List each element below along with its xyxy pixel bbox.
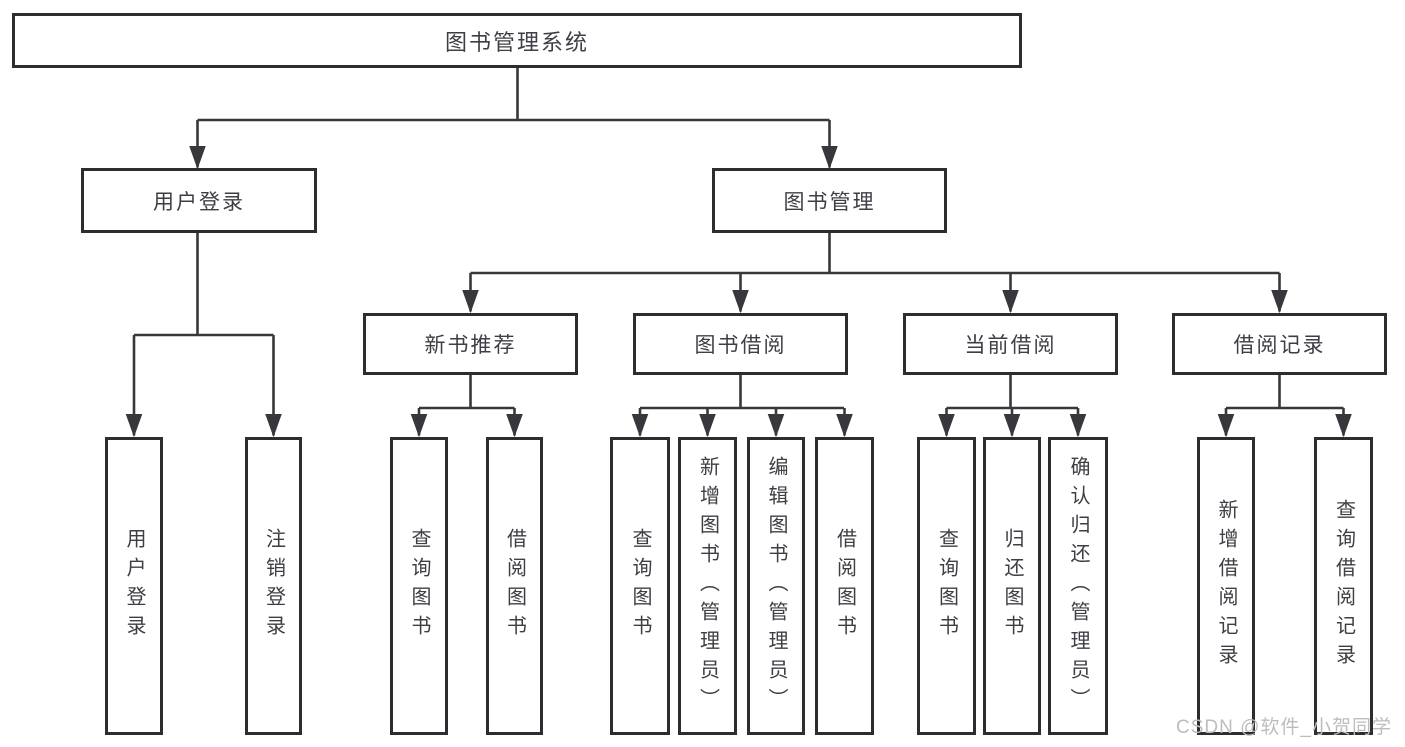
leaf-br-query-borrow-record: 查询借阅记录 xyxy=(1314,437,1373,735)
node-label: 新增图书（管理员） xyxy=(696,455,719,717)
node-root-library-management-system: 图书管理系统 xyxy=(12,13,1022,68)
node-label: 用户登录 xyxy=(123,528,145,644)
leaf-bb-add-books-admin: 新增图书（管理员） xyxy=(678,437,737,735)
node-label: 查询图书 xyxy=(629,528,651,644)
node-borrowing-records: 借阅记录 xyxy=(1172,313,1387,375)
leaf-logout: 注销登录 xyxy=(245,437,302,735)
leaf-bb-query-books: 查询图书 xyxy=(610,437,670,735)
leaf-br-add-borrow-record: 新增借阅记录 xyxy=(1197,437,1255,735)
watermark: CSDN @软件_小贺同学 xyxy=(1176,717,1392,738)
node-label: 查询图书 xyxy=(408,528,430,644)
leaf-nb-borrow-books: 借阅图书 xyxy=(486,437,543,735)
node-book-borrowing: 图书借阅 xyxy=(633,313,848,375)
leaf-nb-query-books: 查询图书 xyxy=(390,437,448,735)
node-label: 归还图书 xyxy=(1001,528,1023,644)
node-new-book-recommendation: 新书推荐 xyxy=(363,313,578,375)
node-label: 用户登录 xyxy=(153,190,245,214)
node-label: 确认归还（管理员） xyxy=(1067,455,1089,717)
leaf-bb-borrow-books: 借阅图书 xyxy=(815,437,874,735)
node-label: 图书借阅 xyxy=(694,334,787,357)
leaf-user-login: 用户登录 xyxy=(105,437,163,735)
node-label: 图书管理系统 xyxy=(444,29,589,55)
node-label: 查询借阅记录 xyxy=(1332,499,1355,673)
node-label: 查询图书 xyxy=(935,528,958,644)
node-label: 借阅图书 xyxy=(833,528,856,644)
node-current-borrowing: 当前借阅 xyxy=(903,313,1118,375)
node-label: 编辑图书（管理员） xyxy=(765,455,787,717)
node-label: 新增借阅记录 xyxy=(1215,499,1237,673)
leaf-cb-confirm-return-admin: 确认归还（管理员） xyxy=(1048,437,1108,735)
leaf-bb-edit-books-admin: 编辑图书（管理员） xyxy=(747,437,805,735)
node-book-management: 图书管理 xyxy=(712,168,947,233)
node-label: 图书管理 xyxy=(783,190,876,214)
node-label: 注销登录 xyxy=(262,528,285,644)
node-label: 当前借阅 xyxy=(964,334,1057,357)
leaf-cb-return-books: 归还图书 xyxy=(983,437,1041,735)
leaf-cb-query-books: 查询图书 xyxy=(917,437,976,735)
node-label: 新书推荐 xyxy=(424,334,517,357)
node-label: 借阅记录 xyxy=(1233,334,1326,357)
node-label: 借阅图书 xyxy=(503,528,526,644)
node-user-login: 用户登录 xyxy=(81,168,317,233)
